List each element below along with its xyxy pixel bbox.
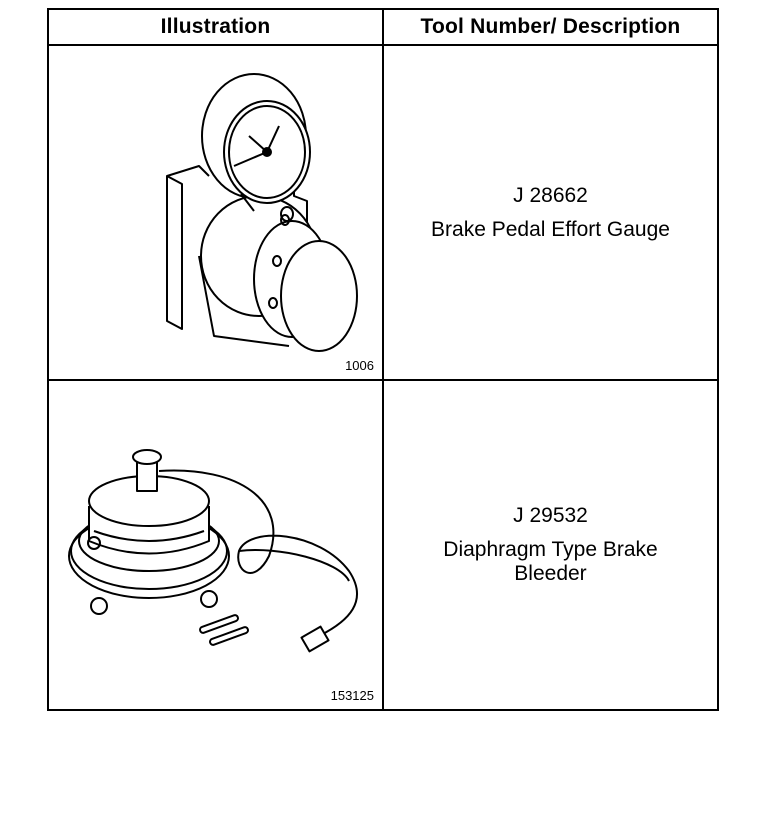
figure-id-row-2: 153125 — [330, 688, 374, 703]
tool-number-row-2: J 29532 — [513, 504, 588, 527]
header-illustration: Illustration — [160, 15, 271, 38]
illustration-cell-row-2: 153125 — [49, 381, 382, 709]
diaphragm-brake-bleeder-illustration — [68, 449, 359, 653]
header-divider — [49, 44, 717, 46]
column-divider — [382, 10, 384, 709]
brake-pedal-effort-gauge-illustration — [166, 73, 358, 352]
description-cell-row-2: J 29532 Diaphragm Type Brake Bleeder — [384, 381, 717, 709]
figure-id-row-1: 1006 — [345, 358, 374, 373]
description-cell-row-1: J 28662 Brake Pedal Effort Gauge — [384, 46, 717, 379]
tool-description-row-2: Diaphragm Type Brake Bleeder — [443, 538, 658, 585]
illustration-cell-row-1: 1006 — [49, 46, 382, 379]
row-divider — [49, 379, 717, 381]
header-tool-number-description: Tool Number/ Description — [420, 15, 681, 38]
tool-table: Illustration Tool Number/ Description — [47, 8, 719, 711]
tool-description-row-1: Brake Pedal Effort Gauge — [431, 217, 670, 241]
tool-number-row-1: J 28662 — [513, 183, 588, 207]
